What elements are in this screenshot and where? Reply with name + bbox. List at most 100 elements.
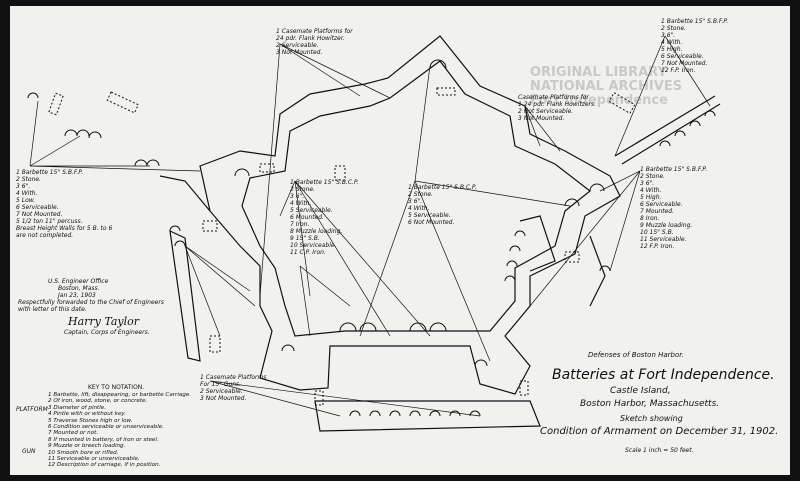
gun-emplacements-south-curtain <box>339 322 447 332</box>
note-line: Serviceable. <box>290 207 359 214</box>
key-item: Condition serviceable or unserviceable. <box>48 424 191 430</box>
key-gun-label: GUN <box>22 448 36 455</box>
note-top-casemate: Casemate Platforms for 24 pdr. Flank How… <box>276 28 353 56</box>
magazine-dashed <box>608 91 636 115</box>
note-line: With. <box>16 190 112 197</box>
note-line: Iron. <box>640 215 707 222</box>
map-title: Batteries at Fort Independence. <box>552 367 775 383</box>
key-item: Pintle with or without key. <box>48 411 191 417</box>
gun-emplacement-bastion-w <box>234 168 250 177</box>
note-line: 6". <box>290 193 359 200</box>
magazine-dashed <box>436 87 456 96</box>
gun-emplacements-w <box>134 159 160 167</box>
note-line: Stone. <box>16 176 112 183</box>
note-line: Serviceable. <box>640 201 707 208</box>
left-upper-outwork <box>159 175 211 212</box>
magazine-dashed <box>48 92 64 116</box>
note-line: Not Serviceable. <box>518 108 596 115</box>
note-line: are not completed. <box>16 232 74 239</box>
key-item: Of iron, wood, stone, or concrete. <box>48 398 191 404</box>
office-note-line: with letter of this date. <box>18 306 87 313</box>
note-line: F.P. Iron. <box>640 243 707 250</box>
note-line: Serviceable. <box>290 242 359 249</box>
gun-emplacement-bastion-n <box>429 59 447 69</box>
gun-emplacement-se <box>474 359 488 367</box>
note-left-barbette: Barbette 15" S.B.F.P. Stone. 6". With. L… <box>16 169 112 239</box>
faded-stamp-line: NATIONAL ARCHIVES <box>530 79 683 94</box>
note-line: Serviceable. <box>200 388 266 395</box>
office-note-rank: Captain, Corps of Engineers. <box>64 329 150 336</box>
note-line: Barbette 15" S.B.F.P. <box>640 166 707 173</box>
magazine-dashed <box>519 380 529 396</box>
magazine-dashed <box>106 91 139 114</box>
magazine-dashed <box>314 390 324 406</box>
key-heading: KEY TO NOTATION. <box>88 384 145 391</box>
note-line: Stone. <box>408 191 477 198</box>
note-line: Mounted. <box>290 214 359 221</box>
title-line-3: Sketch showing <box>620 414 683 423</box>
left-outwork <box>169 229 201 362</box>
faded-stamp-line: ORIGINAL LIBRARY <box>530 65 667 80</box>
note-mid-casemate: Casemate Platforms for 24 pdr. Flank How… <box>518 94 596 122</box>
leader-lines <box>29 35 711 417</box>
note-line: 15" S.B. <box>290 235 359 242</box>
top-right-ramp <box>614 95 716 157</box>
note-line: Not Mounted. <box>661 60 728 67</box>
note-line: 24 pdr. Flank Howitzer. <box>276 35 345 42</box>
note-line: 15" S.B. <box>640 229 707 236</box>
office-note-line: U.S. Engineer Office <box>48 278 109 285</box>
note-line: Casemate Platforms <box>200 374 267 381</box>
magazine-dashed <box>334 165 346 181</box>
fort-outline <box>199 35 621 395</box>
right-battery <box>519 215 556 272</box>
right-outwork <box>589 235 606 307</box>
note-line: 6". <box>661 32 728 39</box>
office-note-line: Respectfully forwarded to the Chief of E… <box>18 299 164 306</box>
note-line: Muzzle loading. <box>640 222 707 229</box>
note-line: Not Mounted. <box>16 211 112 218</box>
note-line: 24 pdr. Flank Howitzers. <box>518 101 596 108</box>
gun-emplacements-left-outwork <box>169 225 186 247</box>
note-line: Iron. <box>290 221 359 228</box>
note-line: Stone. <box>290 186 359 193</box>
note-line: 5 1/2 ton 11" percuss. <box>16 218 83 225</box>
note-line: 6". <box>640 180 707 187</box>
office-note-line: Jan 23, 1903 <box>58 292 96 299</box>
magazine-dashed <box>259 163 275 173</box>
note-line: With. <box>640 187 707 194</box>
note-right-mid-barbette: Barbette 15" S.B.F.P. Stone. 6". With. H… <box>640 166 707 250</box>
note-right-top-barbette: Barbette 15" S.B.F.P. Stone. 6". With. H… <box>661 18 728 74</box>
gun-emplacements-nw <box>64 129 102 139</box>
note-line: High. <box>640 194 707 201</box>
note-line: Barbette 15" S.B.F.P. <box>16 169 112 176</box>
scale-note: Scale 1 inch = 50 feet. <box>625 447 694 454</box>
gun-emplacements-right-battery <box>504 230 526 282</box>
bottom-battery <box>314 400 541 432</box>
note-line: C.P. Iron. <box>290 249 359 256</box>
key-item: Muzzle or breech loading. <box>48 443 191 449</box>
gun-emplacement-far-w <box>27 92 39 99</box>
key-item: Diameter of pintle. <box>48 405 191 411</box>
key-items: Barbette, lift, disappearing, or barbett… <box>48 392 191 469</box>
note-center-left-barbette: Barbette 15" S.B.C.P. Stone. 6". With. S… <box>290 179 359 256</box>
gun-emplacement-east <box>564 198 580 207</box>
gun-emplacement-right-outwork <box>599 265 611 272</box>
title-line-2: Boston Harbor, Massachusetts. <box>580 399 720 409</box>
note-line: Stone. <box>661 25 728 32</box>
office-note-line: Boston, Mass. <box>58 285 100 292</box>
note-line: Not Mounted. <box>518 115 596 122</box>
title-line-1: Castle Island, <box>610 386 671 396</box>
fort-plan <box>27 35 721 432</box>
note-line: Barbette 15" S.B.C.P. <box>408 184 477 191</box>
gun-emplacements-bottom-battery <box>349 410 481 417</box>
note-center-barbette: Barbette 15" S.B.C.P. Stone. 6". With. S… <box>408 184 477 226</box>
note-line: 6". <box>16 183 112 190</box>
key-to-notation: KEY TO NOTATION. <box>18 384 144 391</box>
note-line: Breast Height Walls for 5 B. to 6 <box>16 225 113 232</box>
note-line: Serviceable. <box>408 212 477 219</box>
drawing-paper: ORIGINAL LIBRARY NATIONAL ARCHIVES Fort … <box>10 6 790 475</box>
key-item: Serviceable or unserviceable. <box>48 456 191 462</box>
note-line: F.P. Iron. <box>661 67 728 74</box>
magazine-dashed <box>202 220 218 232</box>
